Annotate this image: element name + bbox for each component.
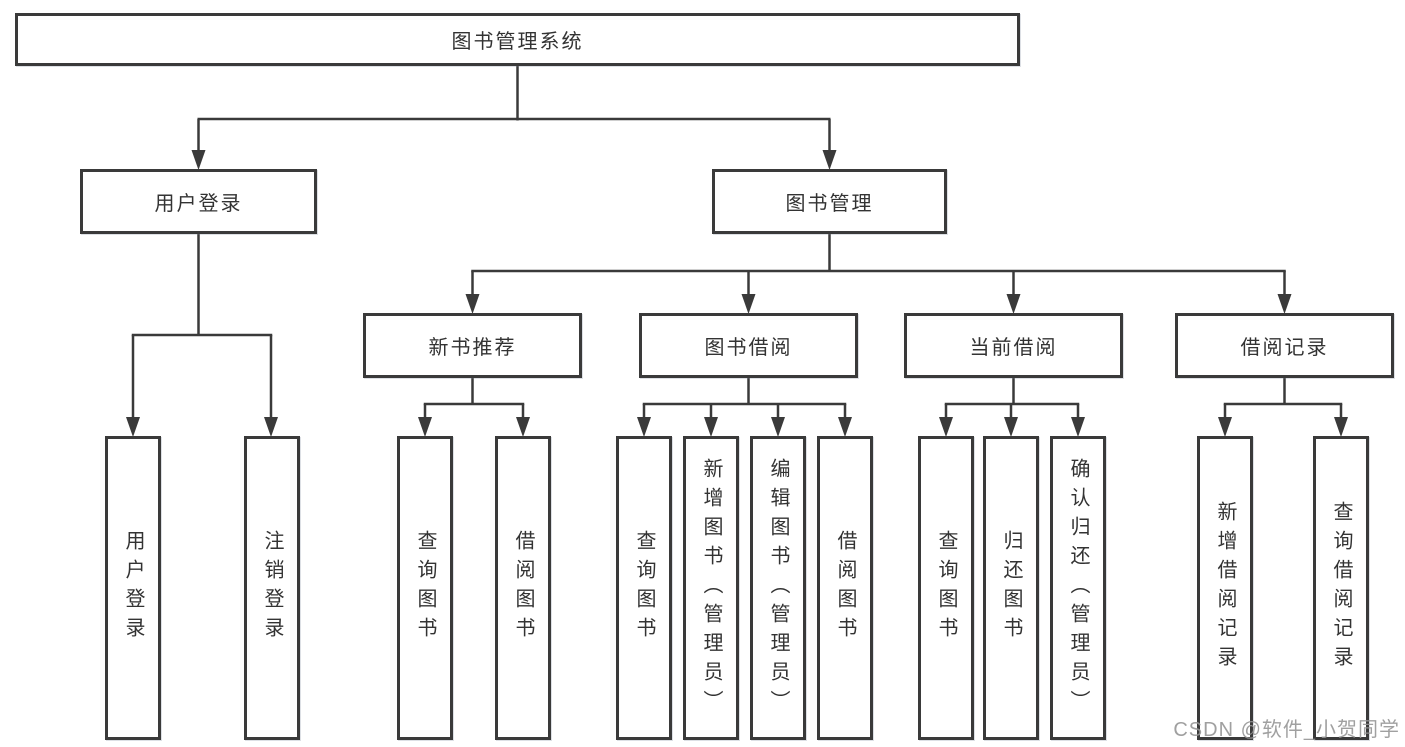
node-new-book-recommend: 新书推荐 [363, 313, 582, 378]
node-current-borrowing: 当前借阅 [904, 313, 1123, 378]
node-user-login: 用户登录 [80, 169, 317, 234]
leaf-query-books-recommend: 查询图书 [397, 436, 453, 740]
leaf-query-books-borrowing-label: 查询图书 [633, 530, 655, 646]
leaf-query-books-recommend-label: 查询图书 [414, 530, 436, 646]
leaf-user-login: 用户登录 [105, 436, 161, 740]
node-root-label: 图书管理系统 [451, 31, 584, 53]
leaf-borrow-books-recommend: 借阅图书 [495, 436, 551, 740]
node-borrowing-records-label: 借阅记录 [1240, 337, 1329, 359]
leaf-return-books: 归还图书 [983, 436, 1039, 740]
leaf-confirm-return-admin: 确认归还（管理员） [1050, 436, 1106, 740]
leaf-edit-books-admin: 编辑图书（管理员） [750, 436, 806, 740]
node-book-borrowing-label: 图书借阅 [704, 337, 793, 359]
leaf-add-borrow-record: 新增借阅记录 [1197, 436, 1253, 740]
leaf-confirm-return-admin-label: 确认归还（管理员） [1067, 457, 1089, 719]
watermark: CSDN @软件_小贺同学 [1173, 719, 1400, 741]
leaf-return-books-label: 归还图书 [1000, 530, 1022, 646]
leaf-borrow-books-recommend-label: 借阅图书 [512, 530, 534, 646]
leaf-add-borrow-record-label: 新增借阅记录 [1214, 501, 1236, 675]
leaf-query-borrow-record: 查询借阅记录 [1313, 436, 1369, 740]
leaf-borrow-books-borrowing: 借阅图书 [817, 436, 873, 740]
leaf-logout: 注销登录 [244, 436, 300, 740]
node-book-management-label: 图书管理 [785, 193, 874, 215]
leaf-query-books-current-label: 查询图书 [935, 530, 957, 646]
leaf-query-books-borrowing: 查询图书 [616, 436, 672, 740]
node-book-management: 图书管理 [712, 169, 947, 234]
node-current-borrowing-label: 当前借阅 [969, 337, 1058, 359]
leaf-add-books-admin-label: 新增图书（管理员） [700, 457, 722, 719]
leaf-edit-books-admin-label: 编辑图书（管理员） [767, 457, 789, 719]
node-new-book-recommend-label: 新书推荐 [428, 337, 517, 359]
node-root: 图书管理系统 [15, 13, 1020, 66]
node-user-login-label: 用户登录 [154, 193, 243, 215]
leaf-borrow-books-borrowing-label: 借阅图书 [834, 530, 856, 646]
leaf-query-borrow-record-label: 查询借阅记录 [1330, 501, 1352, 675]
node-borrowing-records: 借阅记录 [1175, 313, 1394, 378]
leaf-logout-label: 注销登录 [261, 530, 283, 646]
leaf-query-books-current: 查询图书 [918, 436, 974, 740]
node-book-borrowing: 图书借阅 [639, 313, 858, 378]
leaf-user-login-label: 用户登录 [122, 530, 144, 646]
leaf-add-books-admin: 新增图书（管理员） [683, 436, 739, 740]
